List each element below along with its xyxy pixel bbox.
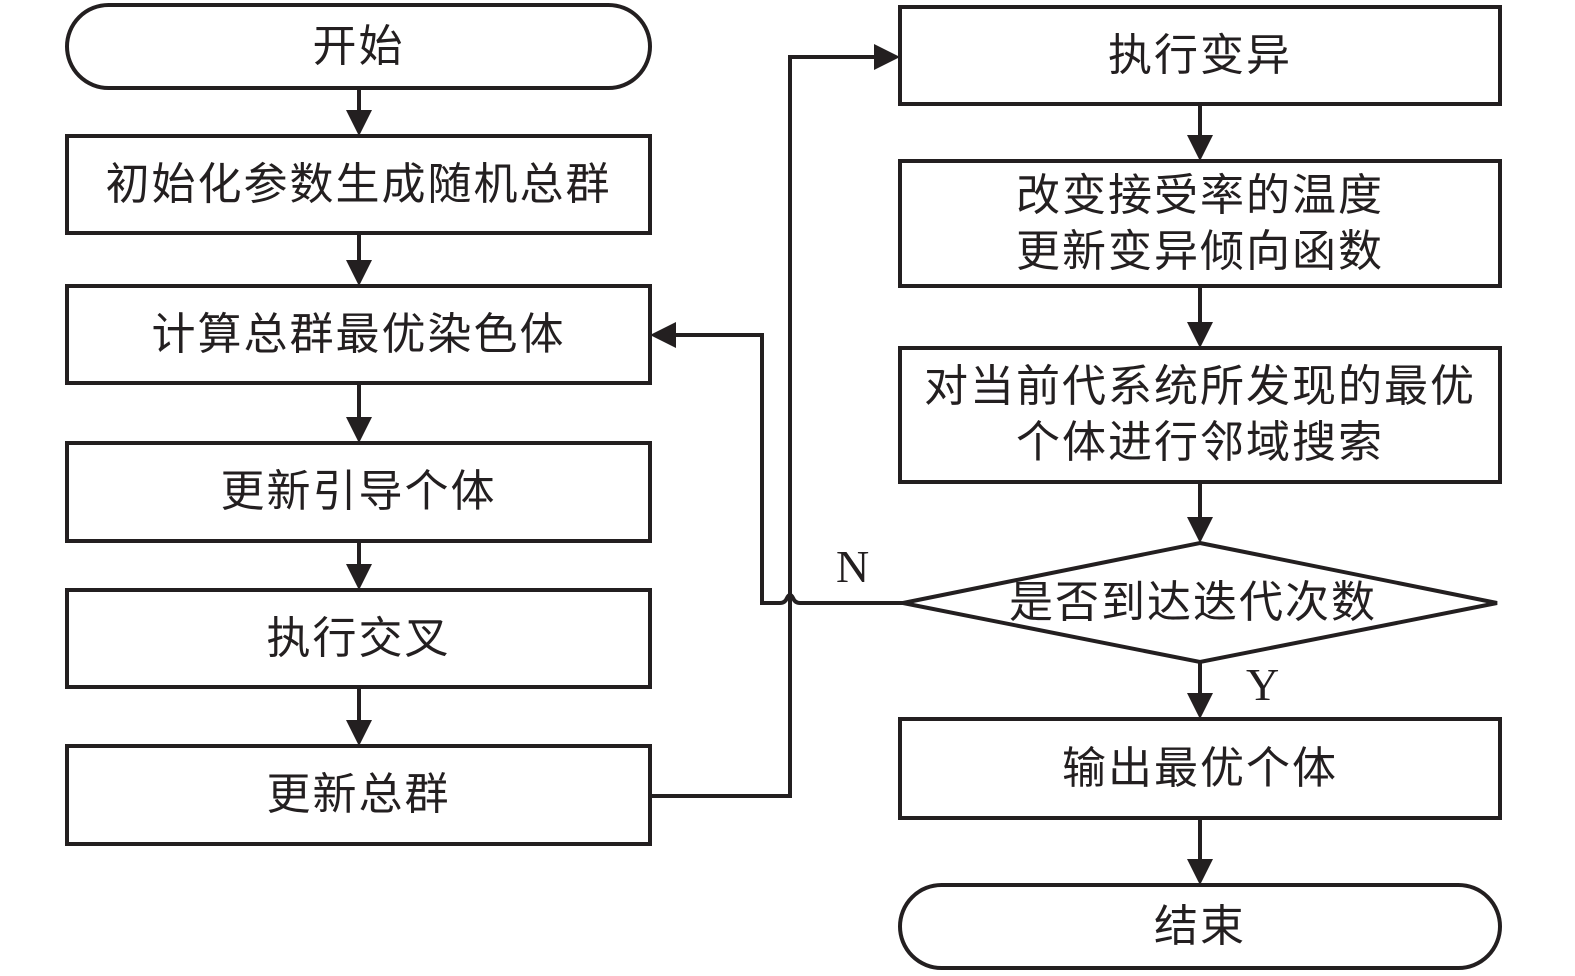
arrowhead-mutate xyxy=(874,44,900,70)
edge-label-no: N xyxy=(836,541,870,592)
edge-check-calc-best xyxy=(676,333,903,605)
arrowhead-temperature xyxy=(1187,135,1213,161)
node-check-iter-label: 是否到达迭代次数 xyxy=(1009,576,1377,628)
node-start-label: 开始 xyxy=(312,20,405,72)
node-end: 结束 xyxy=(900,885,1500,968)
arrowhead-local-search xyxy=(1187,322,1213,348)
node-update-guide: 更新引导个体 xyxy=(67,443,650,541)
node-temperature: 改变接受率的温度 更新变异倾向函数 xyxy=(900,161,1500,286)
arrowhead-update-pop xyxy=(346,720,372,746)
node-output: 输出最优个体 xyxy=(900,719,1500,818)
node-crossover-label: 执行交叉 xyxy=(266,612,451,664)
node-temperature-label-line1: 改变接受率的温度 xyxy=(1016,169,1384,221)
node-crossover: 执行交叉 xyxy=(67,590,650,687)
node-temperature-label-line2: 更新变异倾向函数 xyxy=(1016,225,1384,277)
node-start: 开始 xyxy=(67,5,650,88)
node-update-pop-label: 更新总群 xyxy=(266,769,451,820)
node-local-search-label-line1: 对当前代系统所发现的最优 xyxy=(924,361,1476,412)
arrowhead-end xyxy=(1187,859,1213,885)
node-mutate: 执行变异 xyxy=(900,7,1500,104)
node-output-label: 输出最优个体 xyxy=(1062,742,1338,794)
node-init: 初始化参数生成随机总群 xyxy=(67,136,650,233)
arrowhead-calc-best-loop xyxy=(650,322,676,348)
node-update-guide-label: 更新引导个体 xyxy=(220,466,497,517)
node-update-pop: 更新总群 xyxy=(67,746,650,844)
node-local-search-label-line2: 个体进行邻域搜索 xyxy=(1016,417,1384,468)
arrowhead-update-guide xyxy=(346,417,372,443)
node-calc-best-label: 计算总群最优染色体 xyxy=(151,308,566,360)
node-calc-best: 计算总群最优染色体 xyxy=(67,286,650,383)
arrowhead-calc-best xyxy=(346,260,372,286)
arrowhead-check xyxy=(1187,517,1213,543)
node-end-label: 结束 xyxy=(1154,900,1246,952)
node-check-iter: 是否到达迭代次数 xyxy=(903,543,1483,662)
arrowhead-output xyxy=(1187,693,1213,719)
edge-label-yes: Y xyxy=(1246,659,1280,710)
node-mutate-label: 执行变异 xyxy=(1108,29,1292,81)
arrowhead-crossover xyxy=(346,564,372,590)
node-local-search: 对当前代系统所发现的最优 个体进行邻域搜索 xyxy=(900,348,1500,482)
arrowhead-init xyxy=(346,110,372,136)
node-init-label: 初始化参数生成随机总群 xyxy=(105,158,612,210)
edge-update-pop-mutate xyxy=(650,55,876,798)
